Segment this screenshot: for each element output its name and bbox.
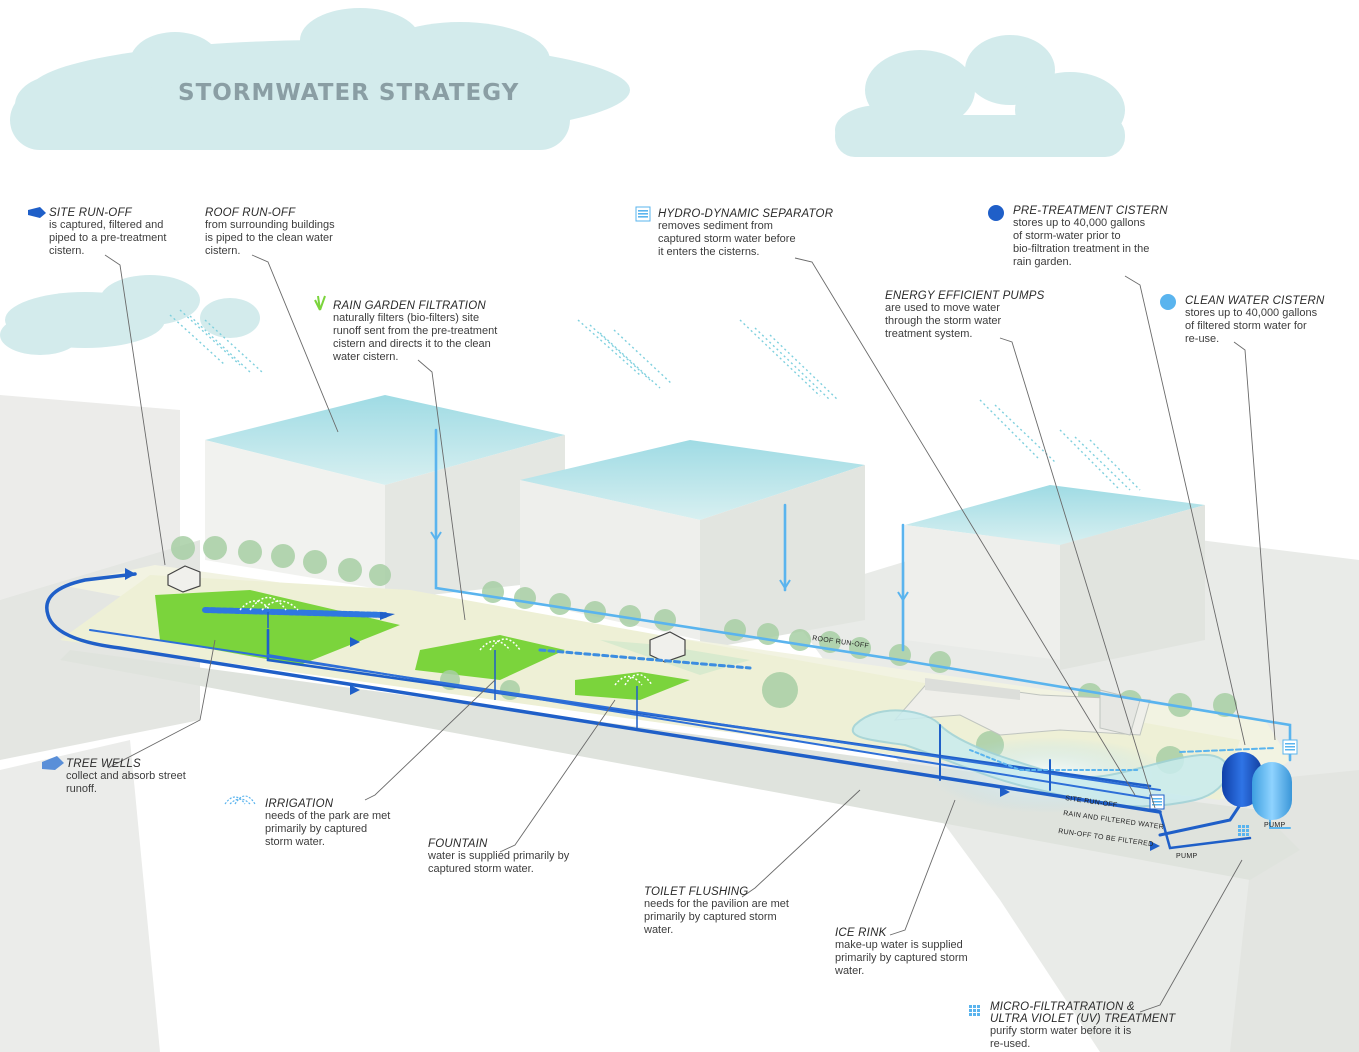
callout-body-2: of filtered storm water for	[1185, 320, 1307, 332]
legend-icons	[28, 205, 1176, 1016]
callout-fountain: FOUNTAIN water is supplied primarily by …	[428, 838, 569, 876]
building-middle	[520, 440, 865, 650]
site-runoff-arrow-icon	[28, 207, 46, 218]
callout-title: FOUNTAIN	[428, 838, 488, 850]
roof-arrows	[430, 531, 909, 602]
callout-body-3: water.	[835, 965, 865, 977]
callout-title: PRE-TREATMENT CISTERN	[1013, 205, 1168, 217]
callout-title: HYDRO-DYNAMIC SEPARATOR	[658, 208, 834, 220]
separator-unit	[1149, 739, 1298, 810]
callout-body-2: captured storm water before	[658, 233, 796, 245]
uv-unit	[1238, 825, 1249, 836]
callout-body-2: primarily by captured storm	[644, 911, 777, 923]
callout-body-1: removes sediment from	[658, 220, 773, 232]
callout-body-1: stores up to 40,000 gallons	[1013, 217, 1146, 229]
pavilion	[893, 678, 1151, 736]
callout-body-2: runoff sent from the pre-treatment	[333, 325, 498, 337]
light-blue-dot-icon	[1160, 294, 1176, 310]
sprinkler-icon	[224, 795, 256, 805]
callout-rain-garden: RAIN GARDEN FILTRATION naturally filters…	[333, 300, 497, 364]
separator-icon	[635, 206, 651, 222]
callout-body-1: purify storm water before it is	[990, 1025, 1132, 1037]
callout-irrigation: IRRIGATION needs of the park are met pri…	[265, 798, 390, 849]
callout-title: MICRO-FILTRATRATION &	[990, 1001, 1135, 1013]
callout-body-1: make-up water is supplied	[835, 939, 963, 951]
callout-toilet-flushing: TOILET FLUSHING needs for the pavilion a…	[644, 886, 789, 937]
callout-title: ROOF RUN-OFF	[205, 207, 296, 219]
rain-garden-plant-icon	[314, 295, 326, 311]
callout-body-3: re-use.	[1185, 333, 1220, 345]
callout-title: SITE RUN-OFF	[49, 207, 132, 219]
label-pump-1: PUMP	[1176, 853, 1197, 860]
pipe-network	[45, 428, 1292, 850]
callout-pumps: ENERGY EFFICIENT PUMPS are used to move …	[885, 290, 1044, 341]
callout-site-runoff: SITE RUN-OFF is captured, filtered and p…	[49, 207, 166, 258]
cloud-top	[10, 8, 630, 150]
callout-body-2: piped to a pre-treatment	[49, 232, 167, 244]
callout-body-3: cistern and directs it to the clean	[333, 338, 491, 350]
flow-arrows	[125, 568, 1160, 851]
callout-body-1: stores up to 40,000 gallons	[1185, 307, 1318, 319]
callout-title: ENERGY EFFICIENT PUMPS	[885, 290, 1045, 302]
rain-streaks	[169, 309, 1141, 491]
building-right	[905, 485, 1205, 670]
callout-title: ICE RINK	[835, 927, 887, 939]
callout-title-2: ULTRA VIOLET (UV) TREATMENT	[990, 1013, 1176, 1025]
callout-body-2: re-used.	[990, 1038, 1031, 1050]
callout-clean-water-cistern: CLEAN WATER CISTERN stores up to 40,000 …	[1185, 295, 1324, 346]
callout-body-4: rain garden.	[1013, 256, 1072, 268]
callout-body-1: collect and absorb street	[66, 770, 186, 782]
kiosks	[167, 565, 686, 663]
callout-body-2: of storm-water prior to	[1013, 230, 1121, 242]
callout-body-3: water.	[644, 924, 674, 936]
cloud-left	[0, 275, 260, 355]
callout-body-3: cistern.	[49, 245, 85, 257]
cloud-right	[835, 35, 1125, 157]
callout-title: TOILET FLUSHING	[644, 886, 749, 898]
callout-body-1: are used to move water	[885, 302, 1000, 314]
label-pump-2: PUMP	[1264, 822, 1285, 829]
leader-lines	[104, 254, 1276, 1013]
tree-wells-arrow-icon	[42, 756, 64, 770]
callout-body-1: naturally filters (bio-filters) site	[333, 312, 480, 324]
callout-body-2: runoff.	[66, 783, 97, 795]
callout-body-2: is piped to the clean water	[205, 232, 333, 244]
callout-body-3: cistern.	[205, 245, 241, 257]
callout-body-1: needs of the park are met	[265, 810, 391, 822]
callout-title: TREE WELLS	[66, 758, 141, 770]
callout-body-3: it enters the cisterns.	[658, 246, 760, 258]
callout-tree-wells: TREE WELLS collect and absorb street run…	[66, 758, 186, 796]
callout-body-3: bio-filtration treatment in the	[1013, 243, 1150, 255]
callout-body-1: is captured, filtered and	[49, 219, 164, 231]
callout-body-3: treatment system.	[885, 328, 973, 340]
callout-title: IRRIGATION	[265, 798, 334, 810]
callout-title: RAIN GARDEN FILTRATION	[333, 300, 486, 312]
callout-body-2: through the storm water	[885, 315, 1002, 327]
callout-body-3: storm water.	[265, 836, 325, 848]
callout-body-2: primarily by captured	[265, 823, 368, 835]
callout-micro-filtration: MICRO-FILTRATRATION & ULTRA VIOLET (UV) …	[990, 1001, 1175, 1051]
callout-body-1: water is supplied primarily by	[428, 850, 570, 862]
callout-body-1: needs for the pavilion are met	[644, 898, 789, 910]
callout-body-2: primarily by captured storm	[835, 952, 968, 964]
page-title: STORMWATER STRATEGY	[178, 80, 520, 106]
fountain-posts	[267, 612, 638, 728]
callout-body-2: captured storm water.	[428, 863, 534, 875]
grid-icon	[969, 1005, 980, 1016]
callout-roof-runoff: ROOF RUN-OFF from surrounding buildings …	[205, 207, 335, 258]
callout-body-4: water cistern.	[333, 351, 399, 363]
callout-body-1: from surrounding buildings	[205, 219, 335, 231]
callout-title: CLEAN WATER CISTERN	[1185, 295, 1325, 307]
cistern-clean-water	[1252, 762, 1292, 820]
callout-hydro-separator: HYDRO-DYNAMIC SEPARATOR removes sediment…	[658, 208, 833, 259]
callout-ice-rink: ICE RINK make-up water is supplied prima…	[835, 927, 968, 978]
dark-blue-dot-icon	[988, 205, 1004, 221]
sprinklers	[239, 596, 653, 686]
callout-pre-treatment-cistern: PRE-TREATMENT CISTERN stores up to 40,00…	[1013, 205, 1168, 269]
